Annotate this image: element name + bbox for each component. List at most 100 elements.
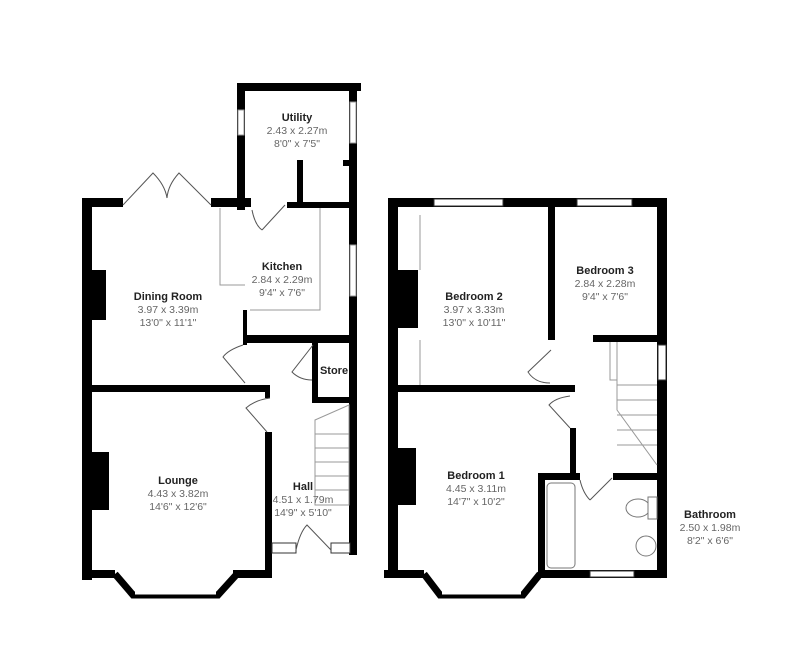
wall [243,335,352,343]
window [237,109,245,136]
room-label-utility: Utility 2.43 x 2.27m 8'0" x 7'5" [267,112,328,151]
wall [538,473,545,578]
room-label-bathroom: Bathroom 2.50 x 1.98m 8'2" x 6'6" [680,509,741,548]
room-size-metric: 4.43 x 3.82m [147,488,209,500]
wall [265,385,270,398]
door [245,397,271,433]
wall [593,335,657,342]
room-size-metric: 3.97 x 3.33m [443,304,505,316]
wall [82,198,123,207]
ground-floor [82,83,361,599]
wall [388,198,398,578]
bay-window [421,571,543,599]
wall [384,570,424,578]
wall [613,473,657,480]
toilet-cistern [647,496,658,520]
window [330,542,351,554]
fireplace [92,270,106,320]
wall [388,198,667,207]
window [657,344,667,381]
room-name: Lounge [158,475,198,487]
wall [82,570,115,578]
room-size-metric: 4.45 x 3.11m [446,483,506,495]
first-floor [384,198,667,599]
room-size-metric: 2.84 x 2.29m [251,274,313,286]
room-label-dining-room: Dining Room 3.97 x 3.39m 13'0" x 11'1" [134,291,202,330]
room-label-bedroom-2: Bedroom 2 3.97 x 3.33m 13'0" x 10'11" [443,291,506,330]
room-size-imperial: 13'0" x 10'11" [442,317,506,329]
room-size-imperial: 9'4" x 7'6" [582,291,628,303]
fireplace [92,452,109,510]
door [579,477,613,501]
room-name: Bathroom [684,509,736,521]
wall [92,385,270,392]
wall [233,570,272,578]
room-size-metric: 2.84 x 2.28m [574,278,636,290]
room-label-lounge: Lounge 4.43 x 3.82m 14'6" x 12'6" [148,475,209,514]
door [548,395,571,429]
wall [287,202,352,208]
room-name: Store [319,365,349,377]
room-size-imperial: 14'7" x 10'2" [447,496,505,508]
room-size-imperial: 14'9" x 5'10" [274,507,332,519]
door [251,204,286,231]
room-name: Bedroom 1 [447,470,505,482]
room-label-kitchen: Kitchen 2.84 x 2.29m 9'4" x 7'6" [252,261,313,300]
kitchen-worktop [219,208,321,311]
room-label-store: Store [320,365,348,378]
room-size-metric: 3.97 x 3.39m [137,304,199,316]
wall [211,198,251,207]
window [271,542,297,554]
wall [398,385,575,392]
wall [82,198,92,580]
window [433,198,504,207]
room-size-imperial: 13'0" x 11'1" [139,317,197,329]
wall [312,397,350,403]
french-doors [122,172,212,206]
wall [349,83,357,555]
basin [635,535,657,557]
wall [237,83,245,210]
room-name: Bedroom 2 [445,291,503,303]
front-door [295,524,332,551]
room-size-imperial: 9'4" x 7'6" [259,287,305,299]
room-name: Dining Room [133,291,203,303]
bay-window [112,571,240,599]
wall [343,160,350,166]
wall [570,428,576,478]
bath [546,482,576,569]
window [576,198,633,207]
room-name: Utility [281,112,313,124]
wall [548,207,555,340]
wall [657,198,667,578]
door [222,344,246,384]
wall [312,343,318,403]
room-name: Hall [292,481,314,493]
wall [538,473,580,480]
fireplace [398,270,418,328]
window [349,101,357,144]
door [291,344,314,381]
toilet [625,498,651,518]
window [349,244,357,297]
door [527,349,552,384]
room-label-bedroom-1: Bedroom 1 4.45 x 3.11m 14'7" x 10'2" [446,470,506,509]
wall [265,432,272,578]
room-size-metric: 2.43 x 2.27m [266,125,328,137]
stairs [609,342,658,466]
room-size-imperial: 8'0" x 7'5" [274,138,320,150]
stairs [314,404,350,506]
room-label-hall: Hall 4.51 x 1.79m 14'9" x 5'10" [273,481,334,520]
room-size-metric: 4.51 x 1.79m [272,494,334,506]
room-name: Bedroom 3 [576,265,634,277]
fireplace [398,448,416,505]
wall [243,310,247,345]
room-size-metric: 2.50 x 1.98m [679,522,741,534]
room-size-imperial: 8'2" x 6'6" [687,535,733,547]
room-label-bedroom-3: Bedroom 3 2.84 x 2.28m 9'4" x 7'6" [575,265,636,304]
window [589,570,635,578]
room-name: Kitchen [261,261,303,273]
wall [297,160,303,205]
wall [237,83,361,91]
